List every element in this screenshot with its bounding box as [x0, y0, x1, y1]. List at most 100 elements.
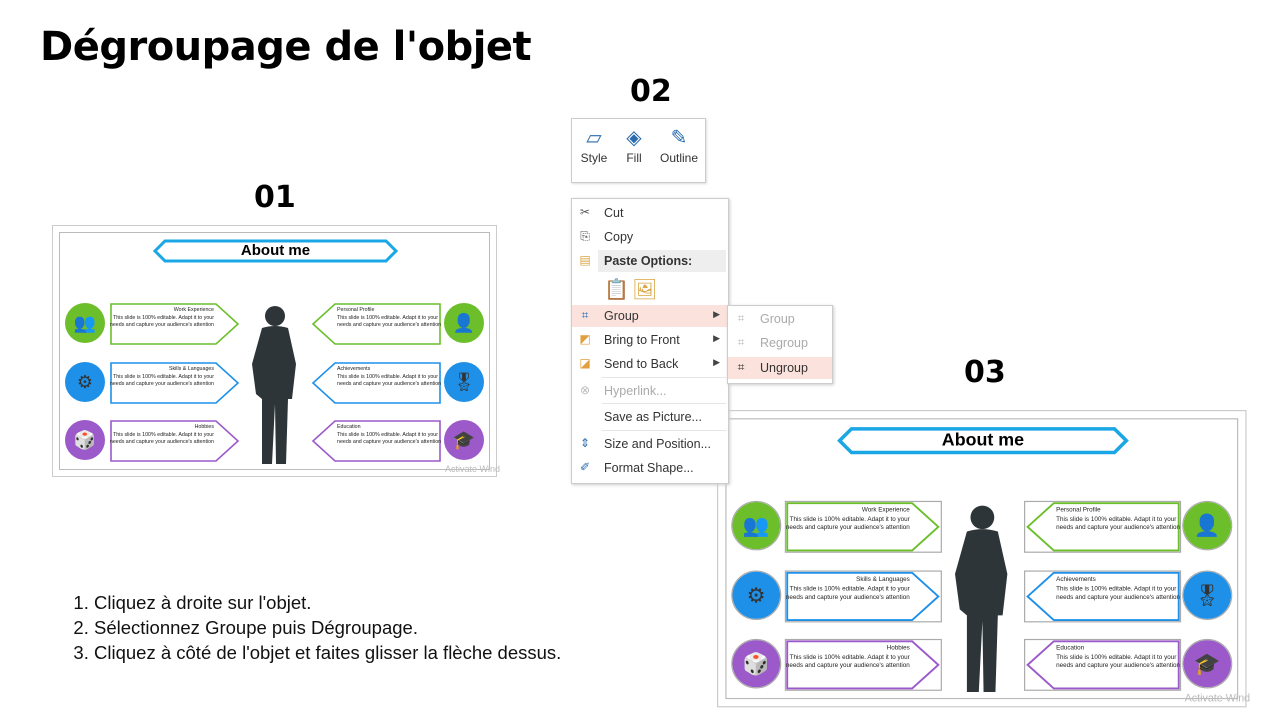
card-body: This slide is 100% editable. Adapt it to… [785, 653, 910, 670]
copy-icon: ⎘ [580, 229, 590, 243]
style-button[interactable]: ▱ Style [574, 125, 614, 165]
card-heading: Hobbies [886, 644, 910, 652]
fill-button[interactable]: ◈Fill [614, 125, 654, 165]
step-label-02: 02 [630, 74, 672, 109]
menu-item-size-and-position[interactable]: ⇕Size and Position... [572, 433, 728, 455]
submenu-item-regroup[interactable]: ⌗Regroup [728, 332, 832, 354]
award-icon: 🎖 [452, 371, 476, 392]
copy-label: Copy [604, 230, 634, 244]
graduation-cap-circle: 🎓 [444, 420, 484, 460]
paste-options-label: Paste Options: [598, 250, 726, 272]
businessman-icon: 👤 [452, 312, 476, 333]
instruction-step: Cliquez à droite sur l'objet. [94, 590, 561, 615]
style-icon: ▱ [586, 127, 602, 149]
gears-circle: ⚙ [65, 362, 105, 402]
card-body: This slide is 100% editable. Adapt it to… [1056, 515, 1181, 532]
menu-item-send-to-back[interactable]: ◪ Send to Back ▶ [572, 353, 728, 375]
menu-item-group[interactable]: ⌗Group▶ [572, 305, 728, 327]
send-to-back-label: Send to Back [604, 357, 679, 371]
businessman-icon: 👤 [1193, 513, 1221, 537]
about-me-banner: About me [837, 427, 1129, 455]
menu-item-copy[interactable]: ⎘ Copy [572, 226, 728, 248]
card-heading: Skills & Languages [168, 366, 214, 372]
submenu-arrow-icon: ▶ [713, 309, 720, 319]
divider [602, 403, 726, 404]
submenu-arrow-icon: ▶ [713, 357, 720, 367]
person-silhouette-icon [248, 304, 303, 471]
group-submenu: ⌗Group ⌗Regroup ⌗ Ungroup [727, 305, 833, 384]
instruction-step: Sélectionnez Groupe puis Dégroupage. [94, 615, 561, 640]
card-body: This slide is 100% editable. Adapt it to… [1056, 653, 1181, 670]
ungroup-icon: ⌗ [737, 360, 745, 374]
fill-label: Fill [626, 151, 642, 165]
page-title: Dégroupage de l'objet [40, 24, 532, 70]
card-body: This slide is 100% editable. Adapt it to… [109, 314, 214, 329]
shape-format-ribbon: ▱ Style ◈Fill ✎Outline [571, 118, 706, 183]
dice-circle: 🎲 [65, 420, 105, 460]
card-body: This slide is 100% editable. Adapt it to… [337, 314, 442, 329]
divider [602, 430, 726, 431]
paste-options-header: ▤ Paste Options: [572, 250, 728, 272]
submenu-arrow-icon: ▶ [713, 333, 720, 343]
card-heading: Skills & Languages [856, 576, 910, 584]
card-body: This slide is 100% editable. Adapt it to… [1056, 585, 1181, 602]
link-icon: ⊗ [579, 383, 591, 397]
card-heading: Personal Profile [337, 307, 375, 313]
card-heading: Work Experience [861, 506, 910, 514]
step-label-01: 01 [254, 180, 296, 215]
submenu-item-ungroup[interactable]: ⌗ Ungroup [728, 357, 832, 379]
outline-button[interactable]: ✎Outline [656, 125, 702, 165]
save-as-picture-label: Save as Picture... [604, 410, 702, 424]
paste-as-picture-icon[interactable]: 🖼 [632, 279, 658, 301]
step-label-03: 03 [964, 355, 1006, 390]
award-circle: 🎖 [1182, 570, 1233, 621]
submenu-item-group[interactable]: ⌗Group [728, 308, 832, 330]
card-heading: Education [337, 424, 361, 430]
menu-item-cut[interactable]: ✂Cut [572, 202, 728, 224]
card-body: This slide is 100% editable. Adapt it to… [109, 373, 214, 388]
gears-circle: ⚙ [731, 570, 782, 621]
selection-frame [725, 418, 1239, 700]
card-body: This slide is 100% editable. Adapt it to… [337, 431, 442, 446]
group-icon: ⌗ [737, 311, 745, 325]
card-body: This slide is 100% editable. Adapt it to… [109, 431, 214, 446]
paste-keep-format-icon[interactable]: 📋 [604, 279, 629, 301]
card-heading: Work Experience [173, 307, 214, 313]
card-heading: Achievements [1056, 576, 1096, 584]
menu-item-format-shape[interactable]: ✐Format Shape... [572, 457, 728, 479]
outline-pen-icon: ✎ [670, 127, 688, 149]
ungroup-label: Ungroup [760, 361, 808, 375]
menu-item-save-as-picture[interactable]: Save as Picture... [572, 406, 728, 428]
card-heading: Achievements [337, 366, 371, 372]
meeting-icon: 👥 [73, 312, 97, 333]
activate-windows-watermark: Activate Wind [444, 464, 500, 474]
dice-circle: 🎲 [731, 638, 782, 689]
send-to-back-icon: ◪ [579, 356, 591, 370]
selection-frame [59, 232, 490, 470]
menu-item-hyperlink[interactable]: ⊗Hyperlink... [572, 380, 728, 402]
award-icon: 🎖 [1193, 582, 1221, 607]
paste-icon: ▤ [579, 253, 591, 267]
group-icon: ⌗ [581, 308, 589, 322]
style-label: Style [580, 151, 608, 165]
menu-item-bring-to-front[interactable]: ◩Bring to Front▶ [572, 329, 728, 351]
